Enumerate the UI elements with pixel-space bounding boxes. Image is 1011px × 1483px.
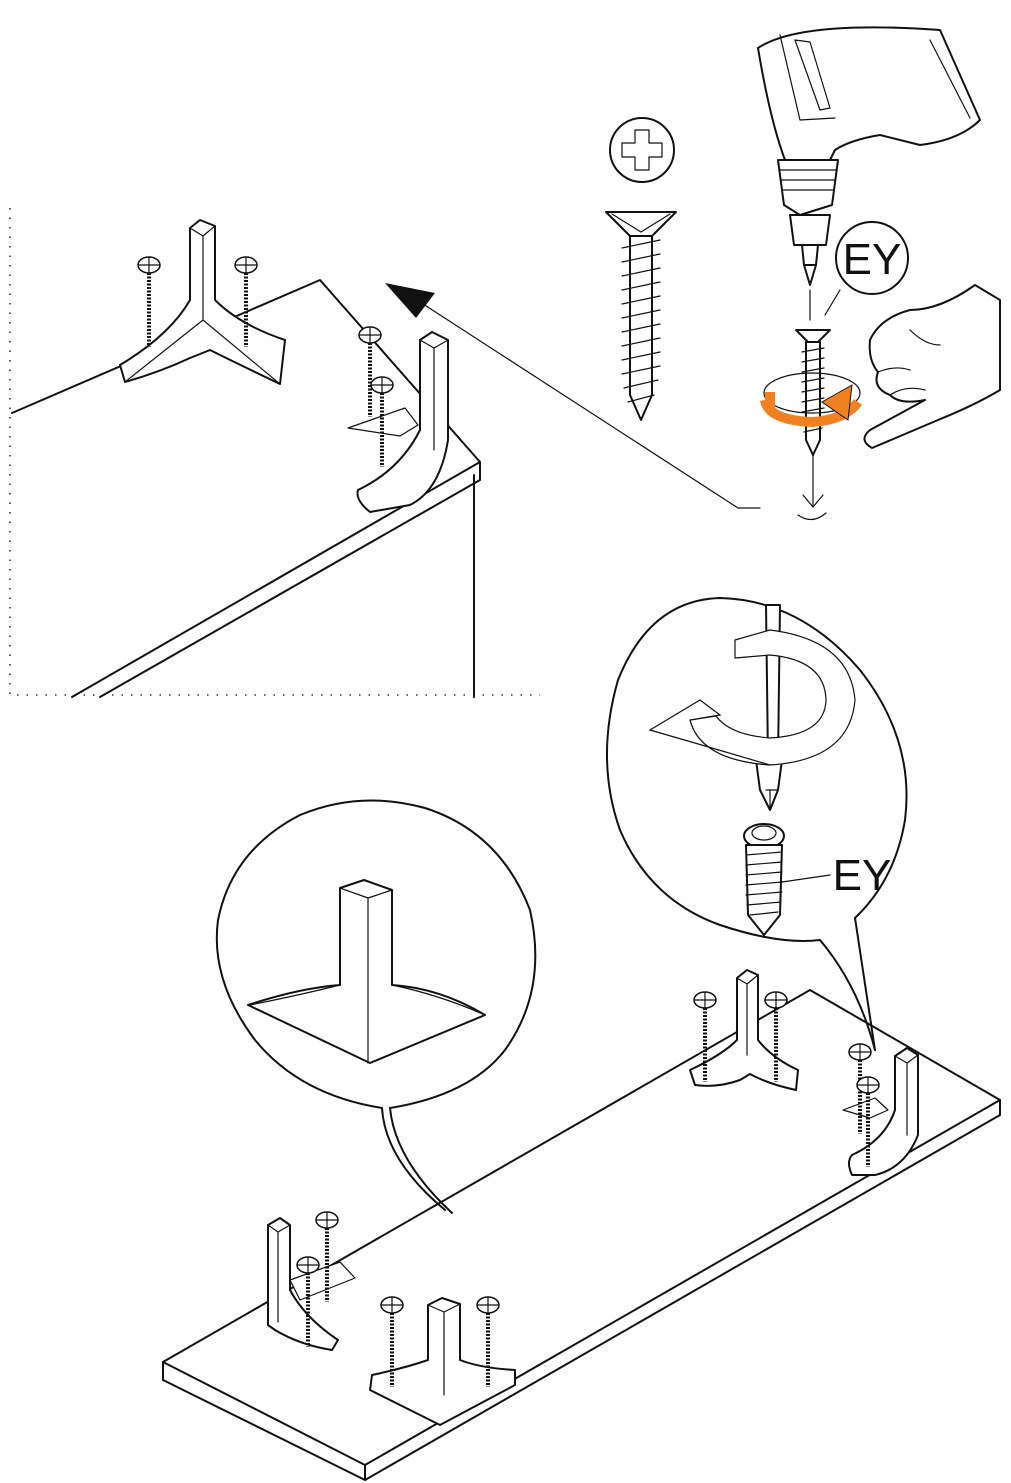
screwdriver-detail [648,604,856,811]
screw-code-label-zoom: EY [833,851,892,900]
screw-ey [136,255,162,349]
corner-foot-front [267,1210,356,1351]
screw-code-label: EY [843,235,902,284]
t-foot-back [689,969,799,1091]
foot-zoom-bubble [215,799,537,1214]
screwdriver-zoom-bubble: EY [605,597,908,1051]
screw-ey [357,325,383,419]
cordless-drill-icon [757,26,981,286]
t-foot-front [369,1295,516,1426]
foot-zoom-detail [247,879,486,1064]
clockwise-rotation-icon [760,372,863,428]
corner-foot-left [347,325,449,513]
screw-large [605,211,677,421]
detail-pointer-arrow [385,283,761,509]
corner-foot-back [842,1042,919,1176]
screw-detail [605,117,677,421]
phillips-screw-head-icon [609,117,675,183]
panel-scene [162,969,1001,1481]
hand-icon [863,284,1001,449]
t-foot-left [119,219,286,385]
scene-border-dotted [9,208,540,696]
ey-callout-circle [835,221,909,295]
cabinet-top-scene [9,208,540,698]
drill-scene: EY [757,26,1001,521]
screw-small [795,329,831,456]
screw-ey-zoom [743,823,831,936]
cabinet-top-edge [99,461,481,698]
